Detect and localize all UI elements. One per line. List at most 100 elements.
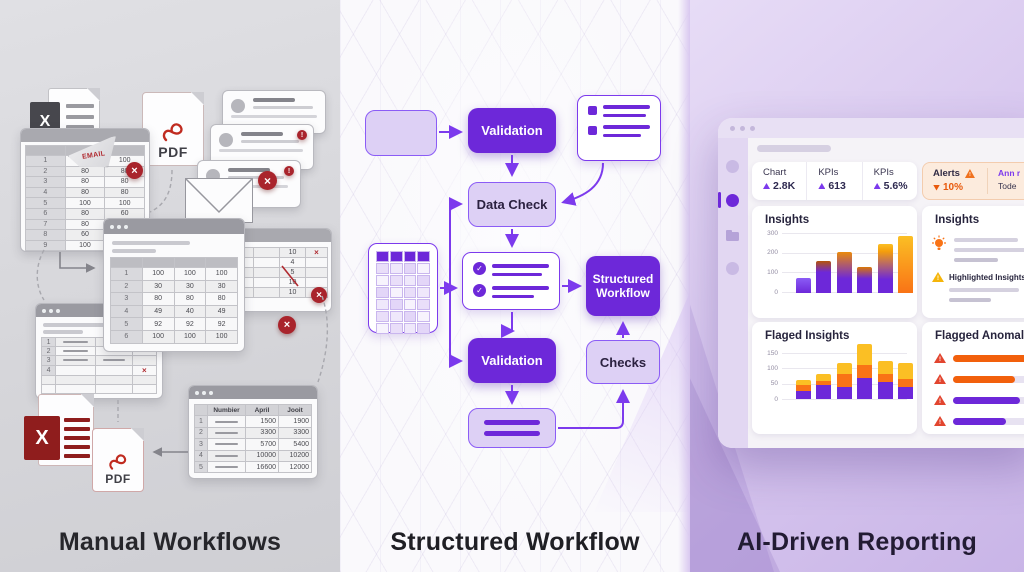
dash-placeholder: [63, 350, 89, 353]
flow-input-box: [365, 110, 437, 156]
table-cell: 100: [64, 197, 106, 209]
envelope-icon: [185, 178, 253, 223]
dash-placeholder: [214, 420, 239, 423]
table-cell: 10: [279, 247, 306, 258]
table-row: [40, 374, 158, 385]
grid-header-cell: [403, 251, 417, 262]
kpi-label: KPIs: [818, 167, 839, 178]
gridline: [782, 399, 907, 400]
header-cell: Jooit: [278, 403, 312, 417]
stack-segment-purple: [816, 385, 832, 399]
grid-cell: [389, 263, 403, 274]
table-cell: 80: [64, 176, 106, 188]
decor-wedge: [594, 292, 690, 512]
table-cell: [131, 374, 158, 385]
table-cell: 2: [194, 426, 208, 440]
dash-placeholder: [63, 359, 89, 362]
table-row: 4×: [40, 364, 158, 376]
bar: [836, 251, 852, 293]
stack-segment-orange: [898, 379, 913, 387]
table-cell: 100: [104, 197, 145, 209]
sidebar-item-icon-active: [726, 194, 739, 207]
kpi-value: 5.6%: [873, 180, 917, 192]
table-cell: [95, 355, 133, 366]
header-cell: [141, 257, 175, 268]
grid-cell: [403, 311, 417, 322]
pdf-file-icon: PDF: [142, 92, 204, 166]
error-x-mark: ×: [314, 248, 319, 257]
table-cell: 100: [205, 267, 238, 281]
warning-triangle-icon: !: [934, 353, 946, 363]
header-cell: [110, 257, 143, 268]
pdf-label: PDF: [105, 472, 131, 486]
window-titlebar: [104, 219, 244, 234]
window-titlebar: [718, 118, 1024, 138]
table-cell: 80: [104, 176, 145, 188]
anomaly-bar-track: [953, 417, 1024, 425]
table-cell: 3300: [278, 426, 312, 440]
anomaly-row: !: [934, 415, 1024, 427]
table-cell: 5: [194, 460, 208, 474]
table-cell: 100: [173, 329, 207, 344]
grid-cell: [403, 323, 417, 334]
table-cell: [55, 355, 97, 366]
pdf-file-icon: PDF: [92, 428, 144, 492]
card-title: Flaged Insights: [765, 330, 850, 342]
flow-checks: Checks: [586, 340, 660, 384]
stack-segment-purple: [836, 386, 852, 399]
stack-segment-orange: [877, 373, 893, 383]
anomaly-row: !: [934, 394, 1024, 406]
excel-file-icon: X: [22, 394, 98, 472]
table-cell: [207, 449, 246, 462]
dash-placeholder: [214, 443, 239, 446]
pdf-swirl-icon: [162, 123, 183, 142]
grid-cell: [389, 275, 403, 286]
dash-placeholder: [214, 466, 239, 469]
error-badge: !: [297, 130, 307, 140]
table-cell: 4: [194, 449, 208, 462]
warning-triangle-icon: !: [964, 169, 975, 178]
sidebar-active-indicator: [718, 192, 721, 208]
grid-cell: [417, 275, 430, 286]
grid-header-cell: [417, 251, 430, 262]
table: 1100100280803808048080510010068060780860…: [25, 145, 145, 252]
pdf-swirl-icon: [109, 454, 127, 470]
stacked-bar: [857, 343, 873, 399]
bar: [857, 267, 873, 293]
table-cell: [305, 277, 328, 288]
grid-cell: [403, 287, 417, 298]
tick-label: 100: [767, 268, 778, 276]
bar: [796, 278, 811, 293]
anomaly-row: !: [934, 352, 1024, 364]
anomaly-bar-fill: [953, 396, 1021, 404]
table-cell: 100: [173, 267, 207, 281]
stack-segment-orange: [836, 374, 852, 387]
table-cell: [55, 336, 97, 348]
data-table: 1100100280803808048080510010068060780860…: [25, 145, 145, 252]
header-cell: April: [245, 403, 279, 417]
grid-cell: [403, 299, 417, 310]
bar: [898, 235, 913, 293]
table-cell: 16600: [245, 460, 279, 474]
kpi-label: Chart: [763, 167, 787, 178]
table-cell: 80: [64, 218, 106, 231]
table-cell: 2: [40, 346, 57, 357]
header-cell: Numbier: [207, 403, 246, 417]
table-cell: 80: [64, 207, 106, 220]
alerts-note: Ann r: [998, 168, 1021, 178]
table-cell: 92: [205, 317, 238, 331]
card-title: Insights: [765, 214, 810, 226]
sheet-lines: [64, 418, 90, 458]
table-cell: 100: [205, 329, 238, 344]
header-cell: [205, 257, 238, 268]
stacked-bar: [877, 361, 893, 399]
stacked-bar: [796, 379, 811, 399]
kpi-number: 2.8K: [773, 180, 796, 192]
